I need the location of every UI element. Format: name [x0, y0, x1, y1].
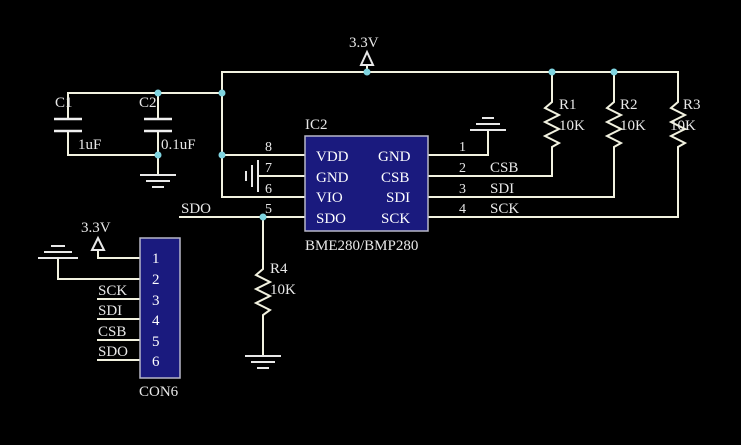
junction-dot [548, 68, 556, 76]
r3-ref: R3 [683, 97, 701, 113]
power-arrow-icon [90, 235, 106, 251]
power-arrow-icon [359, 49, 375, 66]
ic-pin-name: VIO [316, 190, 343, 206]
ic-pin-number: 4 [459, 202, 466, 217]
junction-dot [363, 68, 371, 76]
connector-net-label: CSB [98, 324, 126, 340]
power-label-con: 3.3V [81, 220, 111, 236]
ic-pin-name: GND [378, 149, 411, 165]
c1-value: 1uF [78, 137, 101, 153]
ground-icon [140, 174, 176, 188]
r1-ref: R1 [559, 97, 577, 113]
junction-dot [154, 89, 162, 97]
power-label-top: 3.3V [349, 35, 379, 51]
connector-pin-number: 6 [152, 354, 160, 370]
c1-ref: C1 [55, 95, 73, 111]
connector-pin-number: 4 [152, 313, 160, 329]
ic-pin-name: SCK [381, 211, 410, 227]
capacitor-c2 [144, 117, 172, 133]
connector-pin-number: 5 [152, 334, 160, 350]
ic-pin-number: 1 [459, 140, 466, 155]
connector-ref: CON6 [139, 384, 179, 400]
r2-ref: R2 [620, 97, 638, 113]
ic-pin-number: 2 [459, 161, 466, 176]
connector-net-label: SCK [98, 283, 127, 299]
net-label-sck: SCK [490, 201, 519, 217]
ic-pin-number: 7 [265, 161, 272, 176]
r3-value: 10K [670, 118, 696, 134]
junction-dot [218, 89, 226, 97]
ic-ref: IC2 [305, 117, 328, 133]
ic-pin-name: SDO [316, 211, 346, 227]
r4-ref: R4 [270, 261, 288, 277]
junctions [154, 68, 618, 221]
ground-icon [245, 355, 281, 369]
connector-pin-number: 2 [152, 272, 160, 288]
ic-body [304, 135, 429, 232]
ground-icon [38, 245, 78, 259]
connector-pin-number: 3 [152, 293, 160, 309]
capacitor-c1 [54, 117, 82, 133]
ic-part: BME280/BMP280 [305, 238, 418, 254]
ground-icon [470, 117, 506, 131]
resistor-r3 [668, 94, 688, 153]
connector-body [139, 237, 181, 379]
connector-pin-number: 1 [152, 251, 160, 267]
net-label-sdi: SDI [490, 181, 514, 197]
connector-net-label: SDO [98, 344, 128, 360]
ic-pin-name: GND [316, 170, 349, 186]
r1-value: 10K [559, 118, 585, 134]
r2-value: 10K [620, 118, 646, 134]
connector-net-label: SDI [98, 303, 122, 319]
resistor-r1 [542, 94, 562, 153]
ic-pin-number: 3 [459, 182, 466, 197]
junction-dot [610, 68, 618, 76]
wires [57, 64, 679, 361]
ic-pin-number: 5 [265, 202, 272, 217]
ic-pin-name: VDD [316, 149, 349, 165]
ground-icon [245, 160, 259, 192]
junction-dot [259, 213, 267, 221]
ic-pin-number: 6 [265, 182, 272, 197]
junction-dot [218, 151, 226, 159]
resistor-r2 [604, 94, 624, 153]
c2-ref: C2 [139, 95, 157, 111]
resistor-r4 [253, 261, 273, 323]
ic-pin-number: 8 [265, 140, 272, 155]
c2-value: 0.1uF [161, 137, 196, 153]
net-label-csb: CSB [490, 160, 518, 176]
junction-dot [154, 151, 162, 159]
r4-value: 10K [270, 282, 296, 298]
ic-pin-name: SDI [386, 190, 410, 206]
net-label-sdo: SDO [181, 201, 211, 217]
ic-pin-name: CSB [381, 170, 409, 186]
